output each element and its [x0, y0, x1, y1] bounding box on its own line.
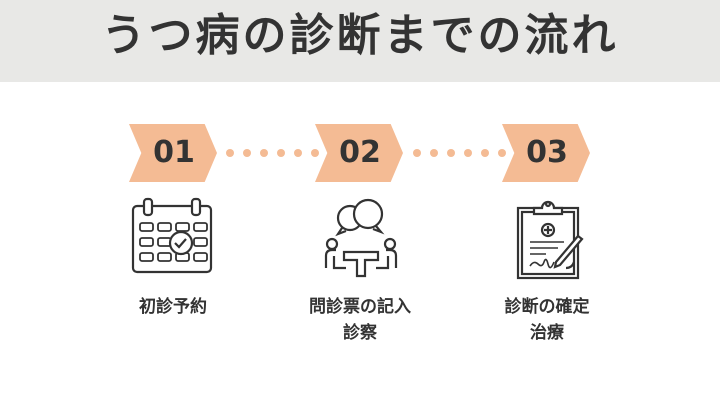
label-line: 治療 — [530, 323, 564, 343]
connector-dots-1 — [226, 149, 319, 157]
connector-dots-2 — [413, 149, 506, 157]
step-number: 01 — [153, 135, 195, 170]
page-title: うつ病の診断までの流れ — [101, 10, 619, 61]
step-3-label: 診断の確定治療 — [462, 294, 632, 346]
step-1-label: 初診予約 — [88, 294, 258, 320]
step-2-badge: 02 — [315, 124, 403, 182]
label-line: 診察 — [343, 323, 377, 343]
label-line: 問診票の記入 — [309, 297, 411, 317]
calendar-check-icon — [131, 197, 213, 274]
step-number: 02 — [339, 135, 381, 170]
medical-clipboard-icon — [516, 200, 584, 280]
step-number: 03 — [526, 135, 568, 170]
label-line: 診断の確定 — [504, 297, 590, 317]
consultation-icon — [324, 198, 398, 278]
step-2-label: 問診票の記入診察 — [275, 294, 445, 346]
step-3-badge: 03 — [502, 124, 590, 182]
step-1-badge: 01 — [129, 124, 217, 182]
label-line: 初診予約 — [139, 297, 207, 317]
header-band — [0, 0, 720, 82]
